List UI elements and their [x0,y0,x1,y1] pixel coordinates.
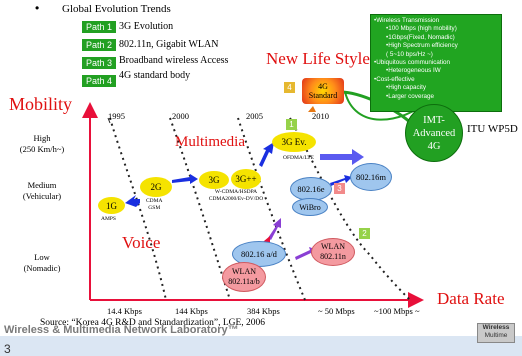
node-3g-ev: 3G Ev. [272,132,316,152]
node-802-16e: 802.16e [290,177,332,201]
era-curve-1995 [109,117,167,301]
node-wibro: WiBro [292,198,328,216]
path-badge-4: 4 [284,82,295,93]
arrow-2g-3g [172,174,198,184]
node-3g-ev-sub: OFDMA/LTE [283,155,314,161]
rate-label: 144 Kbps [175,306,208,316]
path-3-label: Broadband wireless Access [119,55,229,66]
node-1g-sub: AMPS [101,216,116,222]
bullet: • [35,1,40,15]
node-3g: 3G [199,171,229,189]
data-rate-axis-title: Data Rate [437,289,505,308]
req-line: •Heterogeneous IW [386,67,441,75]
lab-name: Wireless & Multimedia Network Laboratory… [4,324,239,336]
arrow-1g-2g [125,195,140,207]
itu-wp5d-label: ITU WP5D [467,123,518,135]
arrow-4g-down [308,106,316,112]
arrow-16ad-16e [268,218,281,240]
slide-title: Global Evolution Trends [62,3,171,15]
mobility-low-label: Low(Nomadic) [23,252,61,273]
req-line: •High capacity [386,84,427,92]
year-label: 1995 [108,111,125,121]
node-2g: 2G [140,177,172,197]
mobility-axis-title: Mobility [9,94,73,114]
req-line: ( 5~10 bps/Hz ~) [386,50,433,58]
rate-label: 14.4 Kbps [107,306,142,316]
rate-label: ~ 50 Mbps [318,306,355,316]
mobility-high-label: High(250 Km/h~) [19,133,65,154]
page-number: 3 [4,342,11,356]
era-curve-2010 [289,117,411,301]
path-1-label: 3G Evolution [119,21,174,32]
requirements-box: •Wireless Transmission •100 Mbps (high m… [370,14,502,112]
year-label: 2010 [312,111,329,121]
path-4-label: 4G standard body [119,70,191,81]
req-line: •100 Mbps (high mobility) [386,25,457,33]
arrow-3g-ev [259,142,274,167]
req-line: •Wireless Transmission [374,17,440,24]
path-4-tag: Path 4 [82,75,117,87]
req-line: •Cost-effective [374,75,415,83]
mobility-medium-label: Medium(Vehicular) [22,180,62,201]
rate-label: 384 Kbps [247,306,280,316]
footer-bar [0,336,522,356]
path-badge-3: 3 [334,183,345,194]
voice-zone-label: Voice [122,233,161,252]
source-citation: Source: “Korea 4G R&D and Standardizatio… [40,318,266,328]
year-label: 2005 [246,111,263,121]
req-line: •1Gbps(Fixed, Nomadic) [386,33,455,41]
node-1g: 1G [98,197,125,214]
arrow-ev-imt [320,149,364,165]
year-label: 2000 [172,111,189,121]
path-3-tag: Path 3 [82,57,117,69]
path-2-label: 802.11n, Gigabit WLAN [119,39,219,50]
new-life-style-heading: New Life Style [266,49,370,68]
rate-label: ~100 Mbps ~ [374,306,420,316]
req-line: •Larger coverage [386,92,435,100]
node-3gpp: 3G++ [231,169,261,189]
req-line: •High Spectrum efficiency [386,42,458,50]
path-1-tag: Path 1 [82,21,117,33]
multimedia-zone-label: Multimedia [175,134,245,150]
path-badge-2: 2 [359,228,370,239]
era-curve-2000 [169,117,231,301]
node-802-16m: 802.16m [350,163,392,191]
req-line: •Ubiquitous communication [374,59,451,67]
path-2-tag: Path 2 [82,39,117,51]
path-badge-1: 1 [286,119,297,130]
